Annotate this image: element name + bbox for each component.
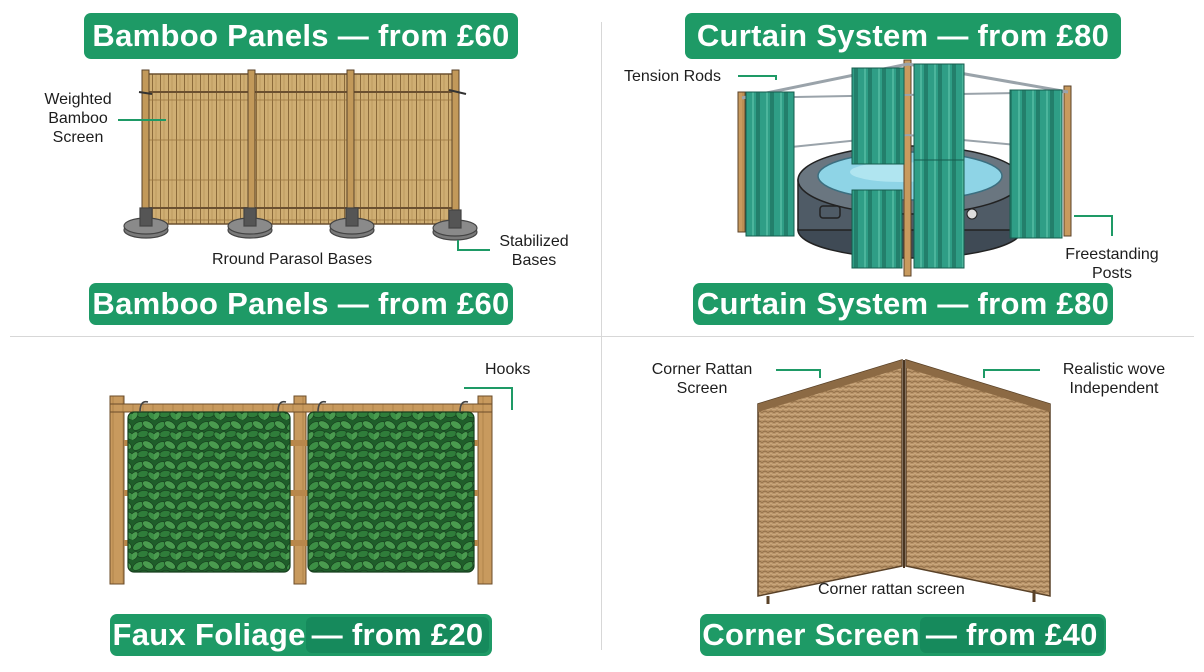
foliage-banner-price: — from £20 (305, 617, 490, 653)
tension-rods-label: Tension Rods (624, 68, 721, 85)
round-parasol-bases-label: Rround Parasol Bases (212, 251, 373, 268)
posts-label-line1: Freestanding (1065, 246, 1159, 263)
faux-foliage-illustration (109, 387, 513, 585)
posts-label-line2: Posts (1091, 265, 1132, 282)
bamboo-bottom-banner: Bamboo Panels — from £60 (89, 283, 513, 325)
stabilized-label-line2: Bases (511, 252, 557, 269)
realistic-weave-label: Realistic wove Independent (1044, 360, 1184, 398)
bamboo-top-banner: Bamboo Panels — from £60 (84, 13, 518, 59)
horizontal-divider (10, 336, 1194, 337)
weave-label-line2: Independent (1069, 380, 1159, 397)
corner-banner-name: Corner Screen (702, 617, 920, 652)
curtain-bottom-banner: Curtain System — from £80 (693, 283, 1113, 325)
weighted-bamboo-screen-label: Weighted Bamboo Screen (28, 90, 128, 147)
stabilized-label-line1: Stabilized (499, 233, 569, 250)
rattan-label-line2: Screen (676, 380, 728, 397)
bamboo-screen-illustration (118, 69, 490, 251)
weave-label-line1: Realistic wove (1062, 361, 1166, 378)
freestanding-posts-label: Freestanding Posts (1054, 245, 1170, 283)
corner-rattan-screen-label: Corner Rattan Screen (640, 360, 764, 398)
curtain-top-banner: Curtain System — from £80 (685, 13, 1121, 59)
screen-label-line2: Bamboo (48, 110, 108, 127)
screen-label-line1: Weighted (44, 91, 112, 108)
foliage-banner: Faux Foliage — from £20 (110, 614, 492, 656)
corner-banner-price: — from £40 (919, 617, 1104, 653)
stabilized-bases-label: Stabilized Bases (486, 232, 582, 270)
corner-rattan-bottom-label: Corner rattan screen (818, 581, 965, 598)
curtain-system-illustration (737, 59, 1113, 277)
foliage-banner-name: Faux Foliage (112, 617, 306, 652)
screen-label-line3: Screen (52, 129, 104, 146)
rattan-label-line1: Corner Rattan (651, 361, 753, 378)
corner-banner: Corner Screen — from £40 (700, 614, 1106, 656)
hooks-label: Hooks (485, 361, 531, 378)
corner-screen-illustration (757, 358, 1051, 604)
